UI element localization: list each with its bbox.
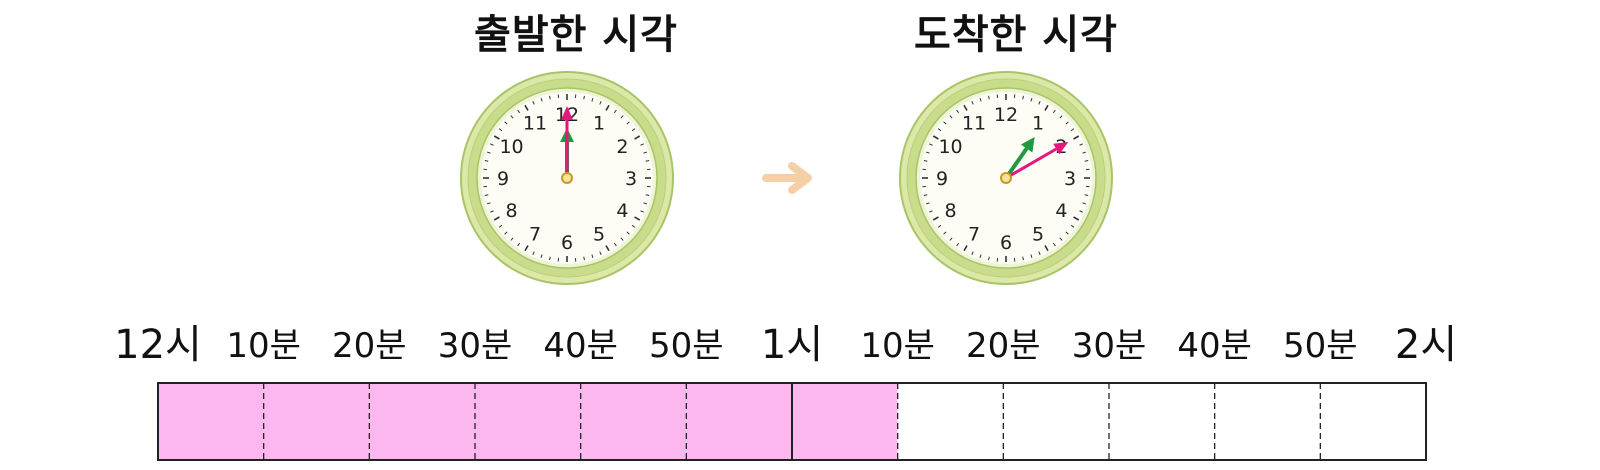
clock-number: 12 — [994, 104, 1018, 126]
clock-number: 3 — [1064, 168, 1076, 190]
clock-number: 2 — [616, 136, 628, 158]
clock-number: 7 — [529, 223, 541, 245]
minute-label: 10분 — [860, 326, 935, 366]
clock-number: 8 — [506, 200, 518, 222]
arrival-title: 도착한 시각 — [914, 12, 1118, 58]
filled-segment — [475, 383, 581, 460]
minute-label: 20분 — [332, 326, 407, 366]
minute-label: 30분 — [437, 326, 513, 366]
clock-number: 7 — [968, 223, 980, 245]
clock-number: 9 — [936, 168, 948, 190]
filled-segment — [369, 383, 475, 460]
empty-segment — [897, 383, 1004, 460]
clock-number: 10 — [938, 136, 962, 158]
hour-hand — [1004, 137, 1035, 180]
hour-label: 12시 — [114, 322, 202, 368]
empty-segment — [1109, 383, 1215, 460]
minute-label: 40분 — [1177, 326, 1252, 366]
minute-label: 40분 — [543, 326, 618, 366]
clock-number: 6 — [561, 232, 573, 254]
clock-number: 4 — [1055, 200, 1067, 222]
minute-label: 20분 — [966, 326, 1041, 366]
clock-number: 8 — [945, 200, 957, 222]
filled-segment — [158, 383, 264, 460]
departure-clock: 121234567891011 — [460, 71, 674, 285]
filled-segment — [263, 383, 370, 460]
clock-number: 10 — [499, 136, 523, 158]
empty-segment — [1003, 383, 1109, 460]
filled-segment — [792, 383, 898, 460]
clock-number: 3 — [625, 168, 637, 190]
minute-label: 50분 — [1283, 326, 1358, 366]
clock-number: 11 — [523, 113, 547, 135]
hour-label: 2시 — [1394, 322, 1458, 368]
empty-segment — [1320, 383, 1426, 460]
clock-center — [561, 172, 573, 184]
clock-center — [1000, 172, 1012, 184]
empty-segment — [1214, 383, 1321, 460]
right-arrow-icon — [762, 162, 812, 194]
tape-border — [157, 382, 1427, 461]
filled-segment — [686, 383, 792, 460]
filled-segment — [580, 383, 687, 460]
clock-number: 4 — [616, 200, 628, 222]
hour-label: 1시 — [760, 322, 824, 368]
departure-title: 출발한 시각 — [474, 12, 678, 58]
clock-number: 1 — [593, 113, 605, 135]
clock-number: 6 — [1000, 232, 1012, 254]
minute-hand — [561, 106, 573, 178]
minute-label: 30분 — [1071, 326, 1147, 366]
clock-number: 11 — [962, 113, 986, 135]
clock-number: 1 — [1032, 113, 1044, 135]
minute-label: 10분 — [226, 326, 301, 366]
minute-hand — [1005, 142, 1069, 180]
clock-number: 5 — [593, 223, 605, 245]
clock-number: 5 — [1032, 223, 1044, 245]
minute-label: 50분 — [649, 326, 724, 366]
arrival-clock: 121234567891011 — [899, 71, 1113, 285]
clock-number: 9 — [497, 168, 509, 190]
